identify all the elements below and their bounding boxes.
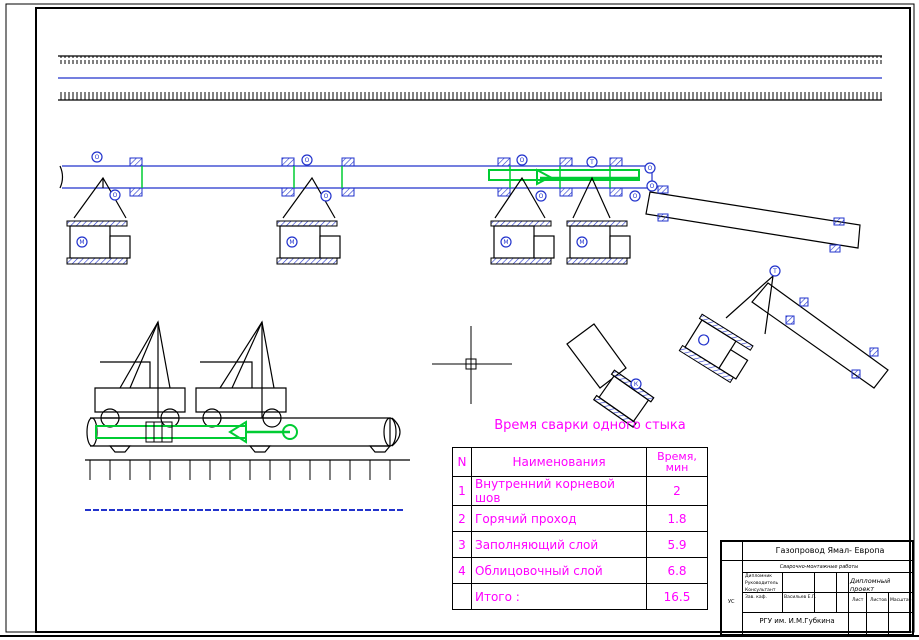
pipe-string — [59, 165, 653, 189]
header-n: N — [452, 447, 472, 477]
row-time: 6.8 — [646, 557, 708, 584]
label-o-9: O — [633, 193, 638, 200]
role-4: Зав. каф. — [745, 595, 767, 600]
role-1: Дипломник — [745, 574, 772, 579]
bottom-edge-ticks — [58, 90, 882, 100]
row-name: Облицовочный слой — [471, 557, 647, 584]
side-clamp-rings — [145, 421, 173, 443]
row-time: 2 — [646, 476, 708, 506]
total-n — [452, 583, 472, 610]
table-header-row: N Наименования Время,мин — [452, 447, 708, 477]
label-o-2: O — [113, 192, 118, 199]
pipelayer-1 — [66, 176, 131, 265]
incoming-pipe — [645, 191, 861, 249]
row-n: 3 — [452, 531, 472, 558]
col-sheet: Лист — [852, 598, 864, 603]
label-o-5: O — [520, 157, 525, 164]
row-name: Заполняющий слой — [471, 531, 647, 558]
project-title: Газопровод Ямал- Европа — [775, 546, 885, 555]
side-clamp-wheel — [282, 424, 298, 440]
role-3: Консультант — [745, 588, 776, 593]
doc-type: Дипломный проект — [850, 577, 891, 593]
header-time-line2: мин — [665, 461, 689, 474]
carrier-marker-k — [630, 378, 642, 390]
joint-markers — [141, 166, 611, 188]
top-edge-ticks — [58, 56, 882, 64]
pipe-carrier-vehicle — [566, 323, 655, 429]
label-t-2: Т — [772, 268, 777, 275]
side-internal-clamp — [95, 425, 247, 439]
row-n: 4 — [452, 557, 472, 584]
table-row: 3 Заполняющий слой 5.9 — [452, 531, 708, 558]
welding-time-table: N Наименования Время,мин 1 Внутренний ко… — [452, 447, 708, 610]
label-o-8: O — [650, 183, 655, 190]
total-time: 16.5 — [646, 583, 708, 610]
label-k-1: К — [634, 381, 639, 388]
label-m-1: М — [79, 239, 84, 246]
pipe-supports — [129, 157, 623, 197]
col-sheets: Листов — [870, 598, 887, 603]
side-crane-1 — [94, 320, 186, 428]
crane-marker-t — [769, 265, 781, 277]
project-subtitle: Сварочно-монтажные работы — [779, 564, 859, 570]
label-m-3: М — [503, 239, 508, 246]
table-row: 4 Облицовочный слой 6.8 — [452, 557, 708, 584]
green-internal-clamp — [488, 169, 640, 181]
row-name: Внутренний корневой шов — [471, 476, 647, 506]
center-crosshair — [432, 326, 512, 404]
label-o-4: O — [324, 193, 329, 200]
table-total-row: Итого : 16.5 — [452, 583, 708, 610]
role-2: Руководитель — [745, 581, 779, 586]
header-name: Наименования — [471, 447, 647, 477]
rotated-pipe-supports — [785, 297, 879, 379]
label-m-2: М — [289, 239, 294, 246]
side-supports — [108, 445, 392, 453]
side-crane-2 — [195, 320, 287, 428]
row-time: 1.8 — [646, 505, 708, 532]
left-code: УС — [728, 599, 735, 605]
pipelayer-4 — [566, 176, 631, 265]
table-row: 2 Горячий проход 1.8 — [452, 505, 708, 532]
total-name: Итого : — [471, 583, 647, 610]
row-n: 2 — [452, 505, 472, 532]
incoming-pipe-supports — [657, 185, 845, 253]
side-pipe — [86, 417, 401, 447]
sheet-border-inner — [35, 7, 911, 633]
table-title: Время сварки одного стыка — [494, 418, 686, 433]
person-name: Васильев Е.Г. — [784, 595, 817, 600]
university-name: РГУ им. И.М.Губкина — [759, 617, 835, 625]
ground-ticks — [89, 460, 391, 480]
label-o-3: O — [305, 157, 310, 164]
label-o-6: O — [539, 193, 544, 200]
table-row: 1 Внутренний корневой шов 2 — [452, 476, 708, 506]
row-time: 5.9 — [646, 531, 708, 558]
welder-markers — [91, 151, 658, 202]
row-name: Горячий проход — [471, 505, 647, 532]
pipelayer-2 — [276, 176, 341, 265]
header-time: Время,мин — [646, 447, 708, 477]
label-o-7: O — [648, 165, 653, 172]
row-n: 1 — [452, 476, 472, 506]
label-t-1: Т — [589, 159, 594, 166]
header-time-line1: Время, — [657, 450, 697, 463]
green-clamp-head — [536, 168, 553, 186]
label-o-1: O — [95, 154, 100, 161]
pipelayer-3 — [490, 176, 555, 265]
col-scale: Масштаб — [890, 598, 912, 603]
title-block: Газопровод Ямал- Европа Сварочно-монтажн… — [720, 540, 914, 636]
label-m-4: М — [579, 239, 584, 246]
